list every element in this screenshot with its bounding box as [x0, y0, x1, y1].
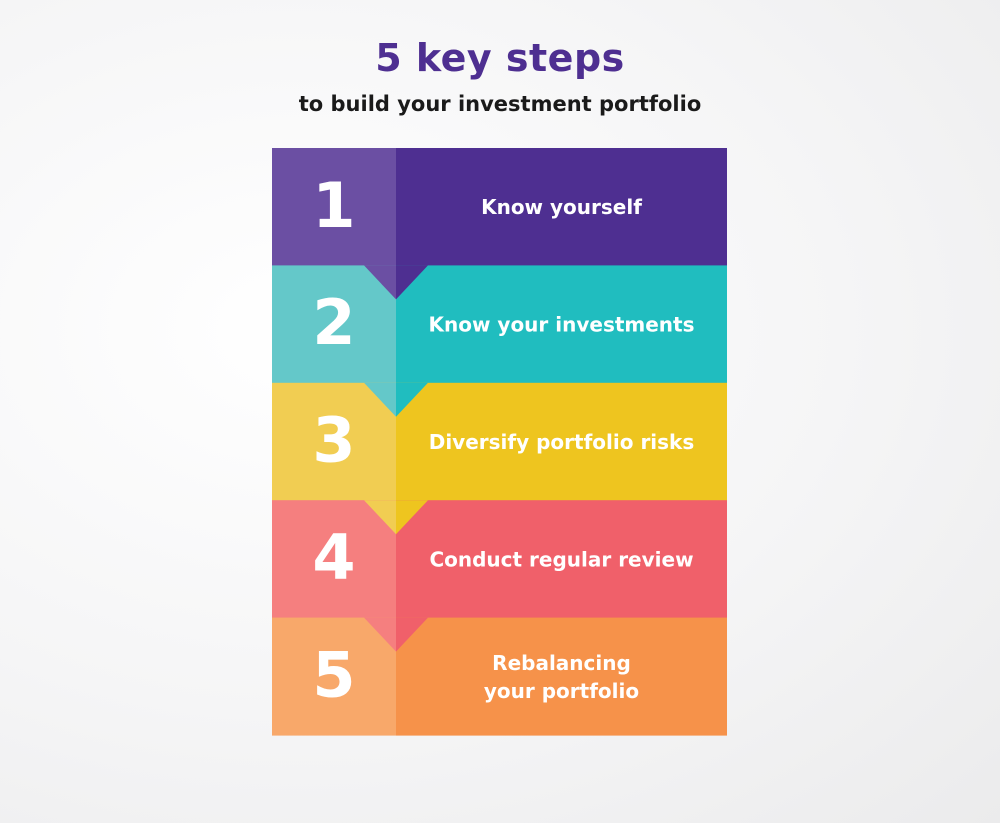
- step-number-panel: [272, 617, 396, 736]
- step-connector-right: [396, 617, 428, 652]
- step-number: 5: [312, 638, 355, 711]
- step-connector-right: [396, 265, 428, 300]
- step-label: Rebalancing: [492, 651, 631, 675]
- step-5: [272, 617, 727, 736]
- step-number: 1: [312, 169, 355, 242]
- step-label-panel: [396, 500, 727, 619]
- step-3: [272, 382, 727, 501]
- step-connector-right: [396, 382, 428, 417]
- step-label: Conduct regular review: [429, 547, 693, 571]
- step-label: Know your investments: [428, 313, 694, 337]
- page-title: 5 key steps: [375, 36, 625, 80]
- step-number: 3: [312, 404, 355, 477]
- step-label-panel: [396, 617, 727, 736]
- step-number-panel: [272, 265, 396, 384]
- step-connector-right: [396, 500, 428, 535]
- step-label: your portfolio: [484, 679, 639, 703]
- step-number: 2: [312, 286, 355, 359]
- page-subtitle: to build your investment portfolio: [298, 92, 702, 116]
- step-label-panel: [396, 382, 727, 501]
- step-number-panel: [272, 500, 396, 619]
- step-connector-left: [364, 382, 396, 417]
- step-1: [272, 148, 727, 266]
- step-4: [272, 500, 727, 619]
- step-label-panel: [396, 148, 727, 266]
- step-number-panel: [272, 148, 396, 266]
- step-label: Diversify portfolio risks: [429, 430, 695, 454]
- step-number-panel: [272, 382, 396, 501]
- step-connector-left: [364, 265, 396, 300]
- step-label-panel: [396, 265, 727, 384]
- step-label: Know yourself: [481, 195, 642, 219]
- step-number: 4: [312, 521, 355, 594]
- step-2: [272, 265, 727, 384]
- step-connector-left: [364, 617, 396, 652]
- step-connector-left: [364, 500, 396, 535]
